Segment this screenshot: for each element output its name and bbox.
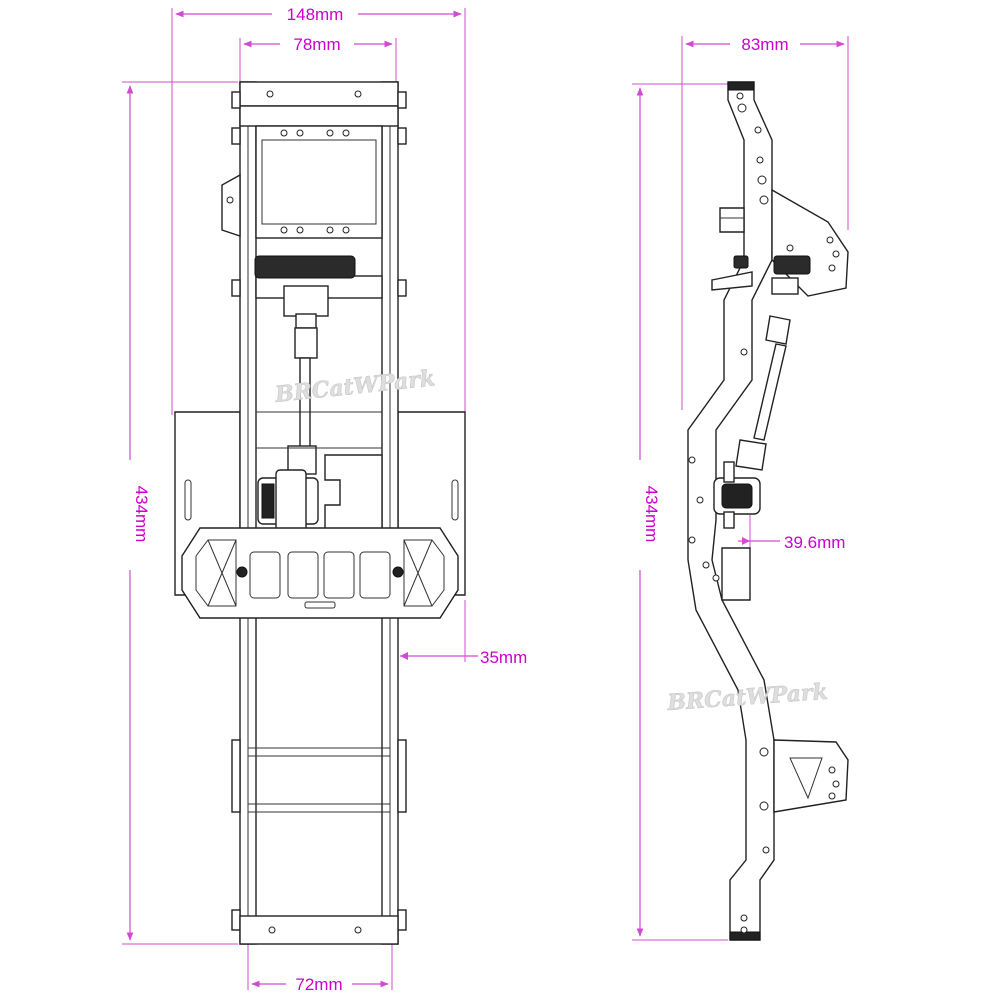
side-spur-gear	[773, 255, 811, 275]
watermark-top: BRCatWPark	[273, 365, 436, 408]
dim-bottom-width: 72mm	[247, 944, 393, 994]
dim-inner-width: 78mm	[239, 35, 397, 85]
dim-axle-offset: 39.6mm	[738, 515, 845, 552]
transmission	[283, 285, 329, 317]
spur-gear	[254, 255, 356, 279]
top-length-label: 434mm	[132, 486, 151, 543]
bottom-width-label: 72mm	[295, 975, 342, 994]
side-driveshaft	[753, 343, 787, 441]
rear-shock-tower	[773, 739, 849, 813]
side-length-label: 434mm	[642, 486, 661, 543]
skid-plate	[181, 527, 459, 619]
overall-width-label: 148mm	[287, 5, 344, 24]
top-view: 148mm 78mm 434mm 72mm	[122, 5, 527, 994]
side-driveshaft-joint	[765, 315, 791, 345]
side-view: 83mm 434mm 39.6mm	[632, 35, 849, 941]
rear-bumper-mount	[239, 915, 399, 945]
axle-offset-label: 39.6mm	[784, 533, 845, 552]
side-frame-rail	[687, 81, 775, 941]
dim-overall-width: 148mm	[171, 5, 466, 415]
front-bumper-mount	[239, 81, 399, 107]
servo-mount	[255, 125, 383, 239]
inner-width-label: 78mm	[293, 35, 340, 54]
dim-side-length: 434mm	[632, 83, 728, 941]
side-height-label: 83mm	[741, 35, 788, 54]
dim-offset: 35mm	[400, 600, 527, 667]
watermark-side: BRCatWPark	[666, 679, 829, 716]
dim-top-length: 434mm	[122, 81, 238, 945]
dim-side-height: 83mm	[681, 35, 849, 410]
offset-label: 35mm	[480, 648, 527, 667]
front-driveshaft-joint	[294, 327, 318, 359]
steering-bracket	[221, 173, 241, 237]
